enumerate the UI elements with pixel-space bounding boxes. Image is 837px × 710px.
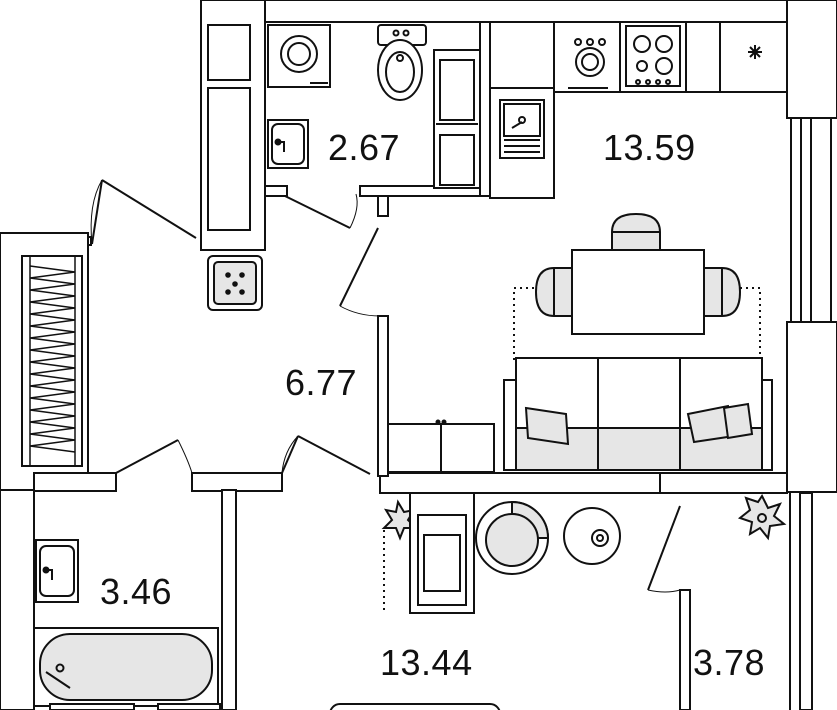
balcony-fixtures — [737, 493, 791, 710]
area-label-balcony: 3.78 — [693, 642, 766, 683]
side-table-icon — [563, 507, 621, 565]
bathtub-icon — [33, 627, 219, 707]
shower-drain-icon — [207, 255, 263, 311]
kitchen-fixtures — [489, 21, 788, 199]
dining-set — [513, 212, 761, 360]
lower-bathroom-fixtures — [33, 539, 221, 710]
plant-icon — [737, 494, 787, 541]
kitchen-sink-icon — [499, 99, 545, 159]
fridge-icon — [748, 45, 762, 59]
area-label-kitchen-living: 13.59 — [603, 127, 696, 168]
hallway-fixtures — [207, 255, 495, 473]
doors — [90, 179, 681, 593]
washing-machine-icon — [267, 24, 331, 88]
upper-bathroom-fixtures — [207, 24, 481, 231]
storage-rack — [29, 256, 76, 466]
sink-icon — [35, 539, 79, 603]
bedroom-fixtures — [329, 492, 621, 710]
area-label-hallway: 6.77 — [285, 362, 358, 403]
armchair-icon — [475, 500, 550, 575]
area-label-bedroom: 13.44 — [380, 642, 473, 683]
stove-icon — [625, 25, 681, 87]
area-label-lower-bathroom: 3.46 — [100, 571, 173, 612]
towel-rack-icon — [433, 49, 481, 189]
area-label-upper-bathroom: 2.67 — [328, 127, 401, 168]
sofa — [503, 357, 773, 471]
dishwasher-icon — [568, 38, 608, 89]
sink-icon — [267, 119, 309, 169]
toilet-icon — [377, 24, 427, 101]
